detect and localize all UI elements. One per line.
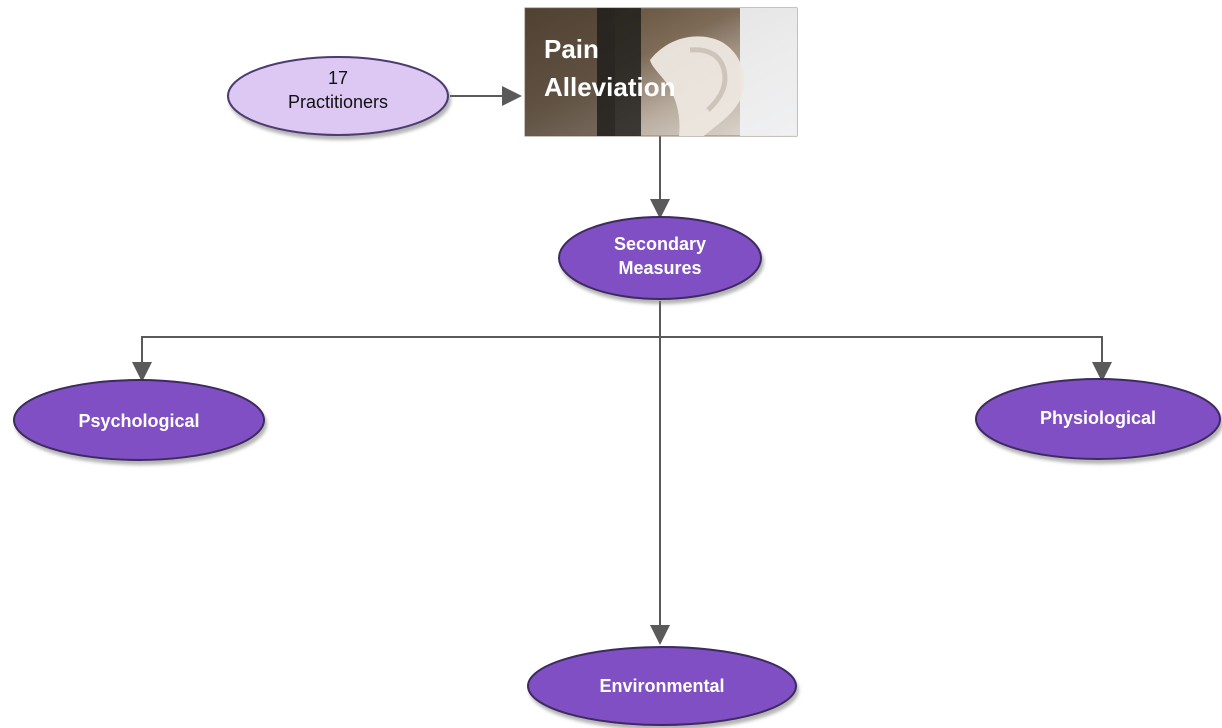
psychological-node-shape [13,379,265,461]
physiological-label: Physiological [1040,408,1156,428]
practitioners-title-label: Practitioners [288,92,388,112]
practitioners-count-label: 17 [328,68,348,88]
secondary-measures-label-line1: Secondary [614,234,706,254]
physiological-node-shape [975,378,1221,460]
environmental-node[interactable]: Environmental [527,646,797,726]
pain-alleviation-image-dark-wall [597,8,641,136]
secondary-measures-node-shape [558,216,762,300]
pain-alleviation-label-line2: Alleviation [544,72,675,102]
physiological-node[interactable]: Physiological [975,378,1221,460]
practitioners-node-shape [227,56,449,136]
pain-alleviation-node[interactable]: Pain Alleviation [524,7,798,137]
environmental-label: Environmental [599,676,724,696]
connector-to-physiological [660,336,1112,382]
connectors [132,86,1112,645]
secondary-measures-node[interactable]: Secondary Measures [558,216,762,300]
psychological-node[interactable]: Psychological [13,379,265,461]
connector-to-psychological [132,336,660,382]
pain-alleviation-image-window [740,8,797,136]
psychological-label: Psychological [78,411,199,431]
pain-alleviation-label-line1: Pain [544,34,599,64]
environmental-node-shape [527,646,797,726]
secondary-measures-label-line2: Measures [618,258,701,278]
practitioners-node[interactable]: 17 Practitioners [227,56,449,136]
pain-alleviation-image-statue-detail [689,47,728,112]
